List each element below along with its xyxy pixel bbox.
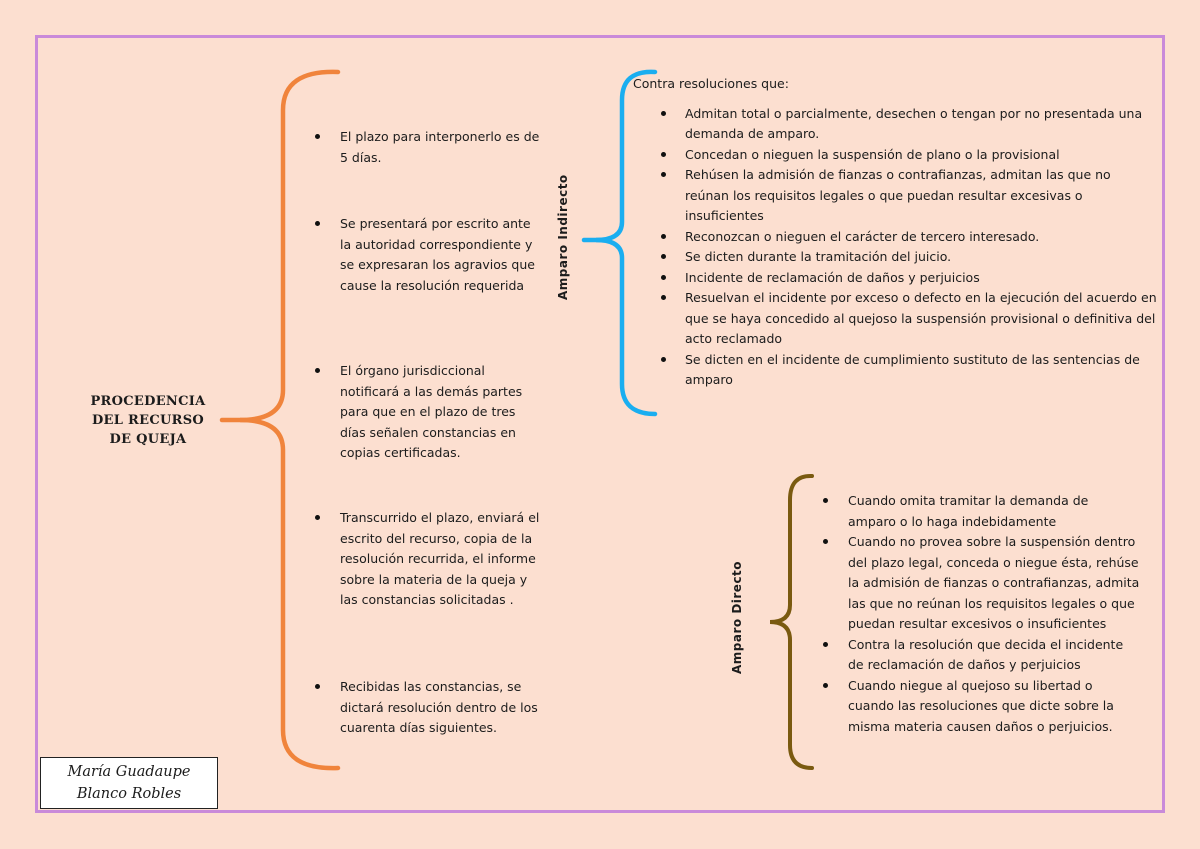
amparo-directo-brace [769,473,814,770]
step-item: El órgano jurisdiccional notificará a la… [312,361,542,464]
steps-list-1: El plazo para interponerlo es de 5 días. [312,127,542,168]
list-item: Concedan o nieguen la suspensión de plan… [633,145,1158,166]
page-frame [35,35,1165,813]
steps-list-3: El órgano jurisdiccional notificará a la… [312,361,542,464]
list-item: Incidente de reclamación de daños y perj… [633,268,1158,289]
list-item: Rehúsen la admisión de fianzas o contraf… [633,165,1158,227]
list-item: Cuando niegue al quejoso su libertad o c… [820,676,1140,738]
amparo-directo-block: Cuando omita tramitar la demanda de ampa… [820,491,1140,737]
step-item: Recibidas las constancias, se dictará re… [312,677,542,739]
list-item: Cuando no provea sobre la suspensión den… [820,532,1140,635]
step-item: Transcurrido el plazo, enviará el escrit… [312,508,542,611]
list-item: Admitan total o parcialmente, desechen o… [633,104,1158,145]
list-item: Reconozcan o nieguen el carácter de terc… [633,227,1158,248]
list-item: Se dicten en el incidente de cumplimient… [633,350,1158,391]
amparo-directo-label: Amparo Directo [730,560,744,674]
amparo-indirecto-block: Contra resoluciones que: Admitan total o… [633,74,1158,391]
title-line: DEL RECURSO [91,413,205,428]
step-item: El plazo para interponerlo es de 5 días. [312,127,542,168]
steps-list-2: Se presentará por escrito ante la autori… [312,214,542,296]
step-item: Se presentará por escrito ante la autori… [312,214,542,296]
author-box: María Guadaupe Blanco Robles [40,757,218,809]
author-line: María Guadaupe [67,764,191,780]
diagram-title: PROCEDENCIA DEL RECURSO DE QUEJA [78,392,218,449]
list-item: Se dicten durante la tramitación del jui… [633,247,1158,268]
steps-list-4: Transcurrido el plazo, enviará el escrit… [312,508,542,611]
amparo-indirecto-label: Amparo Indirecto [556,174,570,300]
title-line: PROCEDENCIA [90,394,206,409]
amparo-directo-list: Cuando omita tramitar la demanda de ampa… [820,491,1140,737]
list-item: Contra la resolución que decida el incid… [820,635,1140,676]
amparo-indirecto-list: Admitan total o parcialmente, desechen o… [633,104,1158,391]
author-line: Blanco Robles [76,786,182,802]
title-line: DE QUEJA [109,432,187,447]
steps-list-5: Recibidas las constancias, se dictará re… [312,677,542,739]
list-item: Cuando omita tramitar la demanda de ampa… [820,491,1140,532]
amparo-indirecto-intro: Contra resoluciones que: [633,76,789,91]
list-item: Resuelvan el incidente por exceso o defe… [633,288,1158,350]
